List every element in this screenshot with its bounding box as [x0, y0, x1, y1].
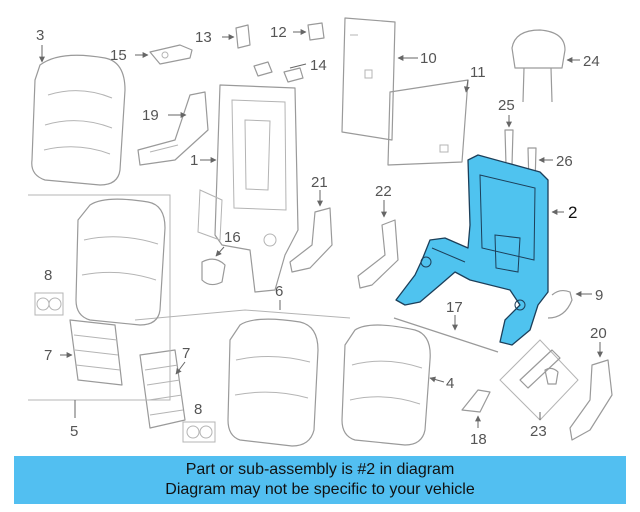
callout-10: 10	[420, 50, 437, 67]
part-3-seatback-cover	[31, 45, 126, 186]
callout-8a: 8	[44, 267, 52, 284]
callout-22: 22	[375, 183, 392, 200]
callout-17: 17	[446, 299, 463, 316]
callout-19: 19	[142, 107, 159, 124]
callout-12: 12	[270, 24, 287, 41]
part-25-guide	[504, 115, 514, 166]
part-1-seatback-frame	[197, 84, 299, 293]
part-14-clips	[253, 61, 307, 83]
part-21-trim	[289, 190, 333, 273]
part-12-clip	[293, 22, 325, 41]
callout-11: 11	[470, 64, 486, 81]
callout-16: 16	[224, 229, 241, 246]
callout-20: 20	[590, 325, 607, 342]
callout-4: 4	[446, 375, 454, 392]
part-23-group	[499, 339, 579, 421]
part-11-back-panel	[387, 79, 470, 166]
callout-15: 15	[110, 47, 127, 64]
callout-7b: 7	[182, 345, 190, 362]
part-20-trim	[569, 342, 613, 441]
part-6-group	[134, 300, 351, 447]
callout-25: 25	[498, 97, 515, 114]
part-22-trim	[357, 200, 399, 289]
callout-9: 9	[595, 287, 603, 304]
callout-3: 3	[36, 27, 44, 44]
part-15-bracket	[135, 44, 193, 65]
banner-line-2: Diagram may not be specific to your vehi…	[165, 481, 475, 498]
callout-5: 5	[70, 423, 78, 440]
part-4-cushion	[341, 324, 445, 446]
part-16-knob	[201, 246, 226, 286]
part-9-clip	[547, 289, 592, 319]
callout-2: 2	[568, 203, 577, 222]
callout-23: 23	[530, 423, 547, 440]
callout-26: 26	[556, 153, 573, 170]
callout-7a: 7	[44, 347, 52, 364]
callout-6: 6	[275, 283, 283, 300]
callout-18: 18	[470, 431, 487, 448]
part-24-headrest	[511, 29, 580, 103]
callout-21: 21	[311, 174, 328, 191]
part-17-rod	[393, 315, 499, 353]
banner-line-1: Part or sub-assembly is #2 in diagram	[185, 461, 455, 478]
callout-8b: 8	[194, 401, 202, 418]
part-13-clip	[222, 24, 251, 49]
callout-13: 13	[195, 29, 212, 46]
info-banner: Part or sub-assembly is #2 in diagram Di…	[14, 456, 626, 504]
callout-24: 24	[583, 53, 600, 70]
part-18-cap	[461, 389, 491, 428]
callout-14: 14	[310, 57, 327, 74]
parts-diagram: 3 15 13 12 14 19 1 16 21 10 11 24 25 26 …	[28, 17, 613, 448]
callout-1: 1	[190, 152, 198, 169]
part-19-bracket	[137, 91, 209, 166]
part-10-back-board	[341, 17, 418, 141]
part-5-group	[28, 194, 171, 418]
part-2-highlighted-frame[interactable]	[395, 154, 564, 346]
